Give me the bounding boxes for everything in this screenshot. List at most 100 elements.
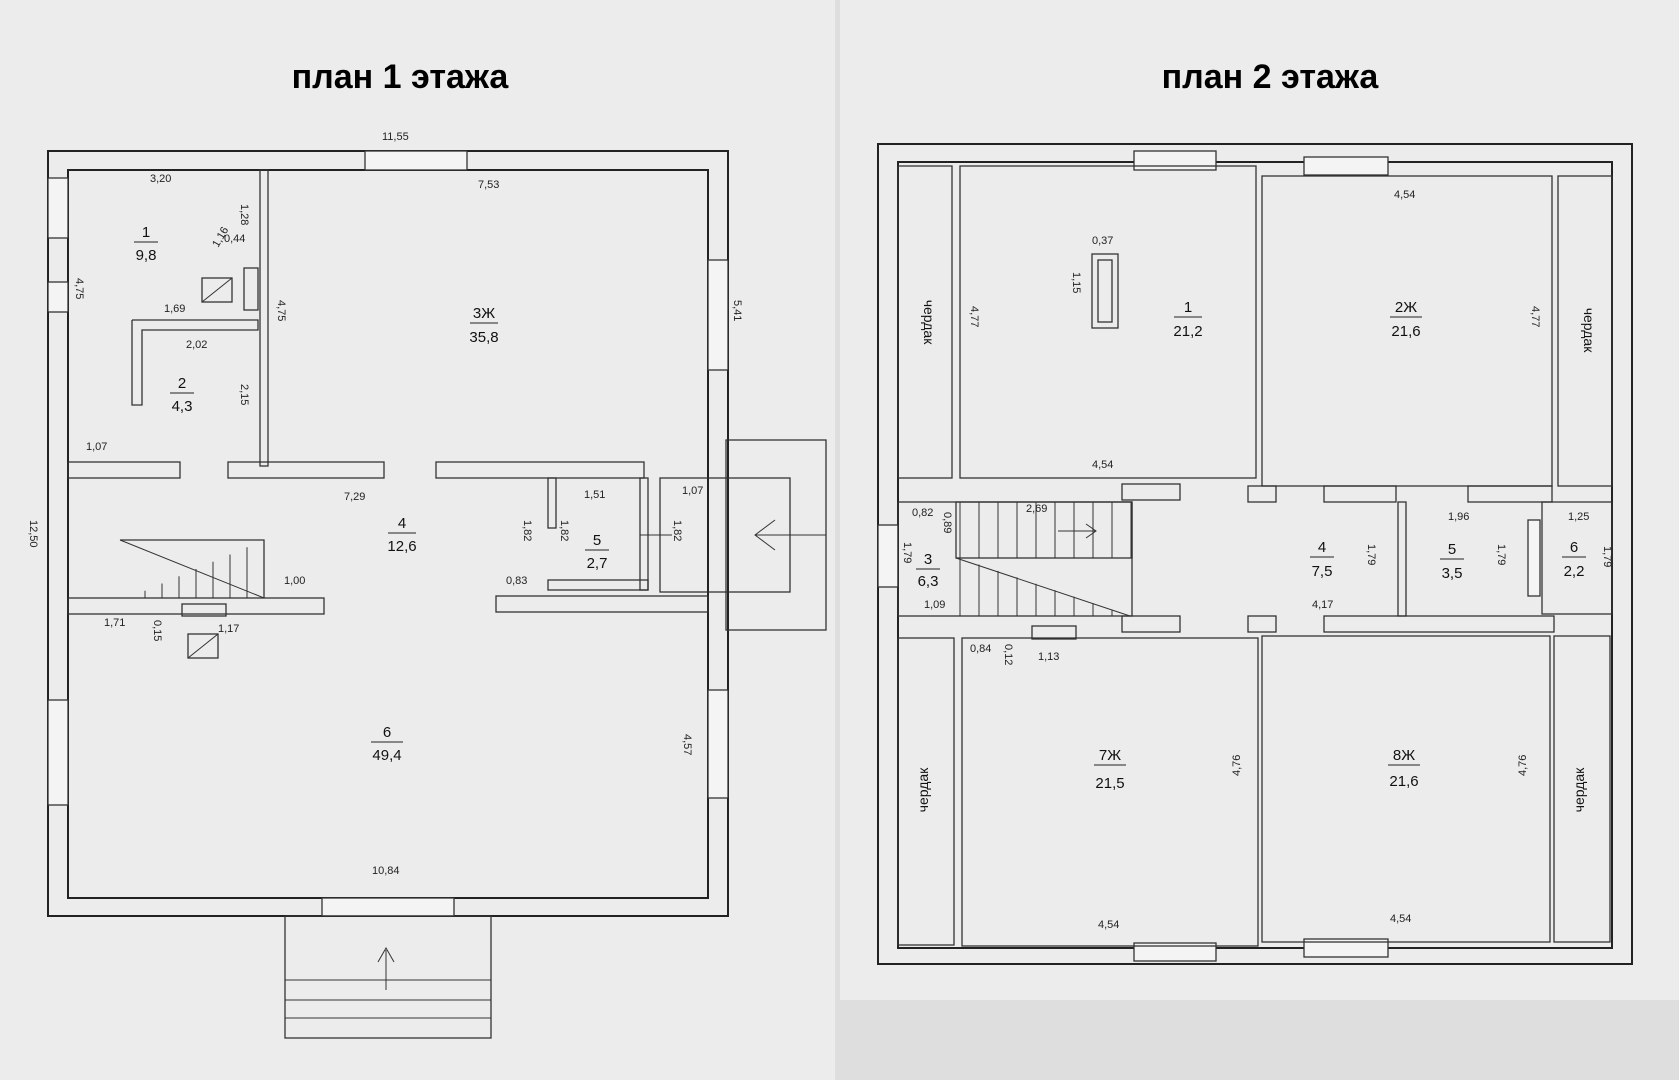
- svg-text:1,79: 1,79: [1495, 544, 1507, 565]
- plan1-stair-treads: [144, 540, 265, 598]
- svg-text:4,54: 4,54: [1390, 913, 1411, 925]
- svg-text:4: 4: [1318, 539, 1326, 556]
- room-2-3: 3 6,3: [916, 551, 940, 590]
- svg-text:21,6: 21,6: [1389, 773, 1418, 790]
- svg-text:1,82: 1,82: [558, 520, 570, 541]
- svg-text:1,82: 1,82: [521, 520, 533, 541]
- room-1-3: 3Ж 35,8: [469, 305, 498, 346]
- svg-text:4,54: 4,54: [1098, 919, 1119, 931]
- plan2-room-labels: 1 21,2 2Ж 21,6 3 6,3 4 7,5 5: [916, 299, 1586, 792]
- svg-text:1,79: 1,79: [1601, 546, 1613, 567]
- svg-text:5: 5: [1448, 541, 1456, 558]
- plan2-dimensions: 0,37 4,54 1,15 4,77 4,77 4,54 0,82 0,89 …: [901, 189, 1613, 931]
- plan2-partitions: [897, 165, 1613, 947]
- attic-label-bottom-right: чердак: [1571, 767, 1587, 813]
- room-2-6: 6 2,2: [1562, 539, 1586, 580]
- room-1-2: 2 4,3: [170, 375, 194, 415]
- plan1-drawing: 1 9,8 2 4,3 3Ж 35,8 4 12,6 5: [27, 131, 827, 1039]
- svg-text:1,51: 1,51: [584, 489, 605, 501]
- svg-text:1,82: 1,82: [671, 520, 683, 541]
- svg-text:1,15: 1,15: [1070, 272, 1082, 293]
- svg-text:2Ж: 2Ж: [1395, 299, 1417, 316]
- svg-text:5,41: 5,41: [731, 300, 743, 321]
- svg-text:3,5: 3,5: [1442, 565, 1463, 582]
- svg-text:0,44: 0,44: [224, 233, 245, 245]
- svg-text:5: 5: [593, 532, 601, 549]
- svg-text:0,89: 0,89: [941, 512, 953, 533]
- svg-text:1,79: 1,79: [1365, 544, 1377, 565]
- attic-label-top-right: чердак: [1581, 308, 1597, 354]
- plan2-title: план 2 этажа: [1162, 58, 1380, 96]
- room-2-2: 2Ж 21,6: [1390, 299, 1422, 340]
- svg-text:2,02: 2,02: [186, 339, 207, 351]
- svg-text:3,20: 3,20: [150, 173, 171, 185]
- svg-text:6: 6: [383, 724, 391, 741]
- svg-text:7Ж: 7Ж: [1099, 747, 1121, 764]
- svg-text:2,69: 2,69: [1026, 503, 1047, 515]
- svg-text:1,69: 1,69: [164, 303, 185, 315]
- svg-text:7,53: 7,53: [478, 179, 499, 191]
- plan1-title: план 1 этажа: [292, 58, 510, 96]
- room-2-5: 5 3,5: [1440, 541, 1464, 582]
- room-2-4: 4 7,5: [1310, 539, 1334, 580]
- svg-text:0,12: 0,12: [1002, 644, 1014, 665]
- svg-text:21,5: 21,5: [1095, 775, 1124, 792]
- svg-text:11,55: 11,55: [382, 131, 409, 143]
- attic-label-bottom-left: чердак: [915, 767, 931, 813]
- svg-text:4,76: 4,76: [1231, 755, 1243, 776]
- room-1-1: 1 9,8: [134, 224, 158, 264]
- room-2-8: 8Ж 21,6: [1388, 747, 1420, 790]
- plan2-attic-labels: чердак чердак чердак чердак: [915, 300, 1597, 813]
- svg-text:3Ж: 3Ж: [473, 305, 495, 322]
- svg-text:4,54: 4,54: [1092, 459, 1113, 471]
- svg-text:4,3: 4,3: [172, 398, 193, 415]
- svg-text:3: 3: [924, 551, 932, 568]
- svg-text:1,71: 1,71: [104, 617, 125, 629]
- svg-text:21,6: 21,6: [1391, 323, 1420, 340]
- plan1-room-labels: 1 9,8 2 4,3 3Ж 35,8 4 12,6 5: [134, 224, 609, 764]
- svg-text:1,13: 1,13: [1038, 651, 1059, 663]
- plan1-windows: [47, 150, 729, 917]
- room-2-7: 7Ж 21,5: [1094, 747, 1126, 792]
- plan2-windows: [877, 150, 1541, 962]
- svg-text:1: 1: [1184, 299, 1192, 316]
- svg-text:1,25: 1,25: [1568, 511, 1589, 523]
- svg-text:1,28: 1,28: [238, 204, 250, 225]
- plan2-drawing: чердак чердак чердак чердак 1 21,2 2Ж 21…: [877, 143, 1633, 965]
- svg-text:12,50: 12,50: [27, 520, 39, 548]
- plan2-attic-strips: [897, 165, 1613, 946]
- svg-text:1,00: 1,00: [284, 575, 305, 587]
- svg-text:7,29: 7,29: [344, 491, 365, 503]
- plan1-dimensions: 11,55 3,20 7,53 1,28 0,44 1,16 4,75 1,69…: [27, 131, 743, 877]
- svg-text:0,84: 0,84: [970, 643, 991, 655]
- svg-text:2,7: 2,7: [587, 555, 608, 572]
- svg-text:12,6: 12,6: [387, 538, 416, 555]
- svg-text:4,76: 4,76: [1517, 755, 1529, 776]
- svg-text:0,83: 0,83: [506, 575, 527, 587]
- svg-text:1,79: 1,79: [901, 542, 913, 563]
- svg-text:49,4: 49,4: [372, 747, 401, 764]
- svg-text:8Ж: 8Ж: [1393, 747, 1415, 764]
- svg-text:4,75: 4,75: [275, 300, 287, 321]
- svg-text:2: 2: [178, 375, 186, 392]
- sheet-right: [840, 0, 1679, 1000]
- svg-text:1: 1: [142, 224, 150, 241]
- svg-text:1,17: 1,17: [218, 623, 239, 635]
- svg-text:0,37: 0,37: [1092, 235, 1113, 247]
- room-2-1: 1 21,2: [1173, 299, 1202, 340]
- svg-text:9,8: 9,8: [136, 247, 157, 264]
- svg-text:1,09: 1,09: [924, 599, 945, 611]
- svg-text:4,77: 4,77: [1529, 306, 1541, 327]
- svg-text:4,57: 4,57: [681, 734, 693, 755]
- plan2-stair-treads: [959, 502, 1132, 616]
- svg-text:1,07: 1,07: [86, 441, 107, 453]
- svg-text:4,75: 4,75: [73, 278, 85, 299]
- room-1-4: 4 12,6: [387, 515, 416, 555]
- room-1-5: 5 2,7: [585, 532, 609, 572]
- svg-text:0,82: 0,82: [912, 507, 933, 519]
- svg-text:6,3: 6,3: [918, 573, 939, 590]
- svg-text:2,15: 2,15: [238, 384, 250, 405]
- room-1-6: 6 49,4: [371, 724, 403, 764]
- svg-text:10,84: 10,84: [372, 865, 400, 877]
- svg-text:4,77: 4,77: [968, 306, 980, 327]
